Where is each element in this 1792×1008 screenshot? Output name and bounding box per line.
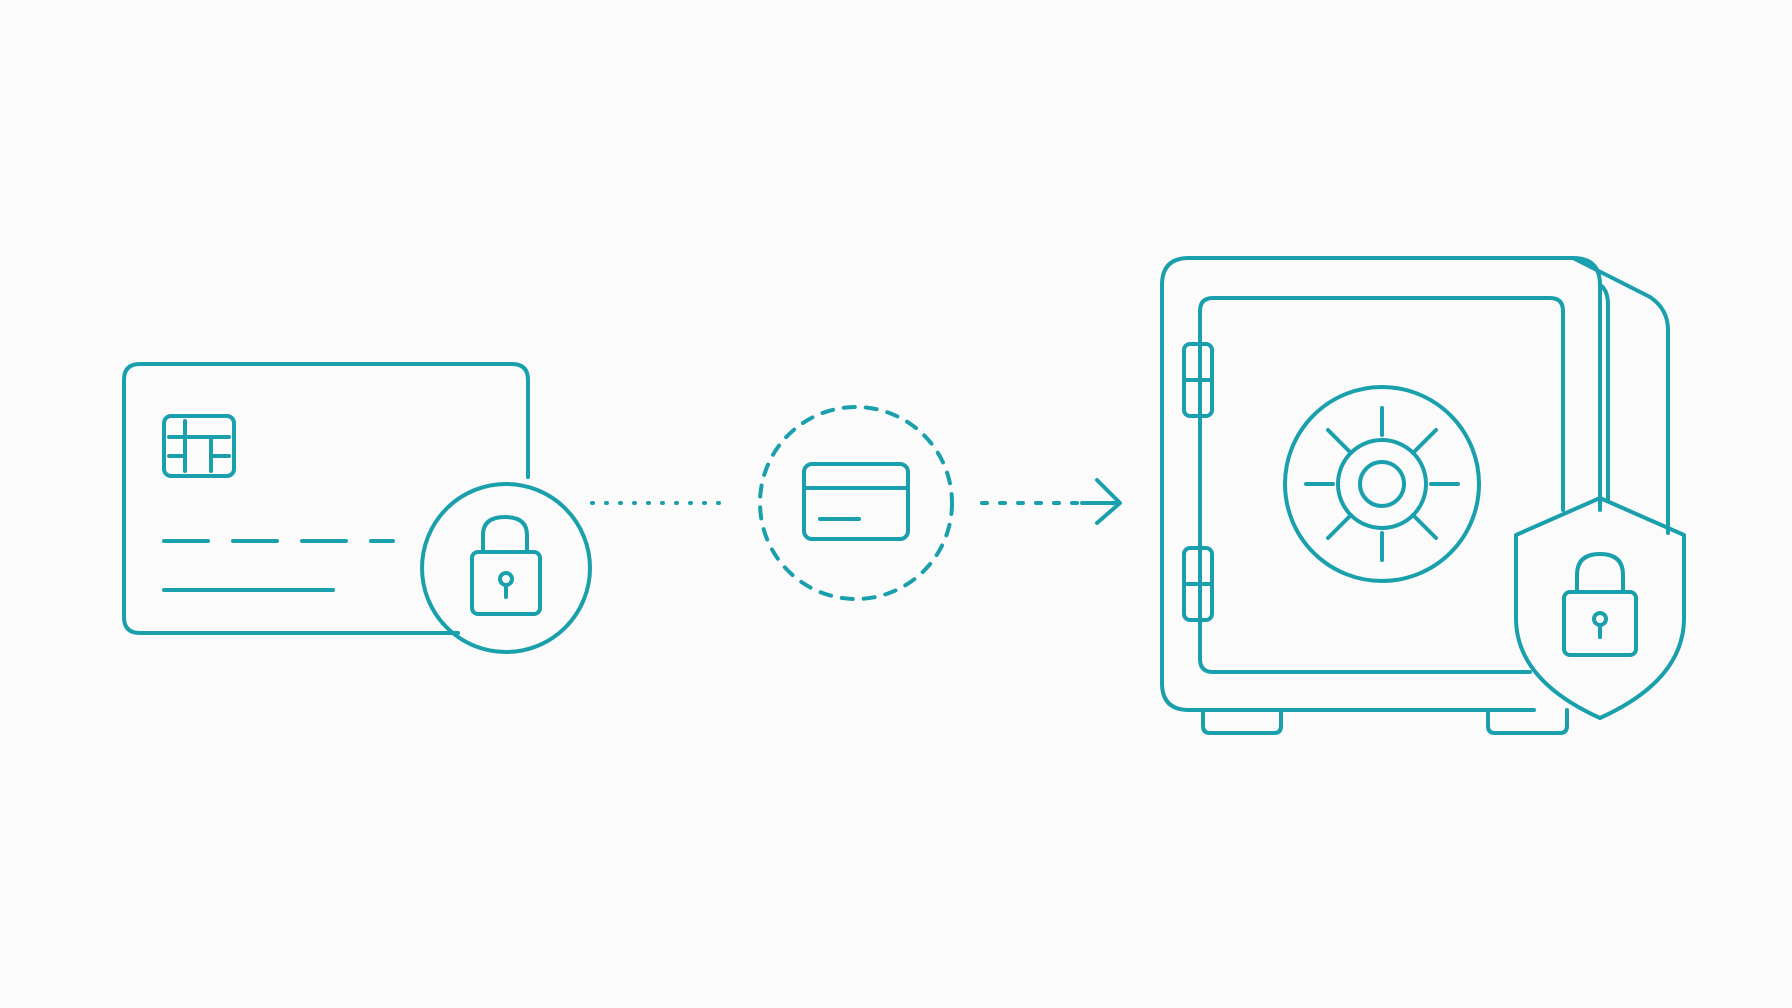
credit-card-icon <box>122 362 530 635</box>
token-node <box>758 405 954 601</box>
small-card-icon <box>802 462 910 541</box>
shield-padlock-icon <box>1514 496 1686 720</box>
padlock-icon <box>470 515 542 616</box>
card-chip-icon <box>162 414 236 478</box>
hinge-top-icon <box>1182 342 1214 418</box>
combination-dial-icon <box>1283 385 1481 583</box>
padlock-icon <box>1562 552 1638 657</box>
dashed-circle <box>758 405 954 601</box>
diagram-strokes <box>122 256 1686 735</box>
arrow-head-icon <box>1095 478 1122 525</box>
hinge-bottom-icon <box>1182 546 1214 622</box>
connector-token-to-vault <box>980 478 1122 525</box>
safe-foot-right <box>1486 708 1569 735</box>
safe-icon <box>1160 256 1670 735</box>
card-padlock-badge <box>420 482 592 654</box>
safe-foot-left <box>1201 708 1283 735</box>
